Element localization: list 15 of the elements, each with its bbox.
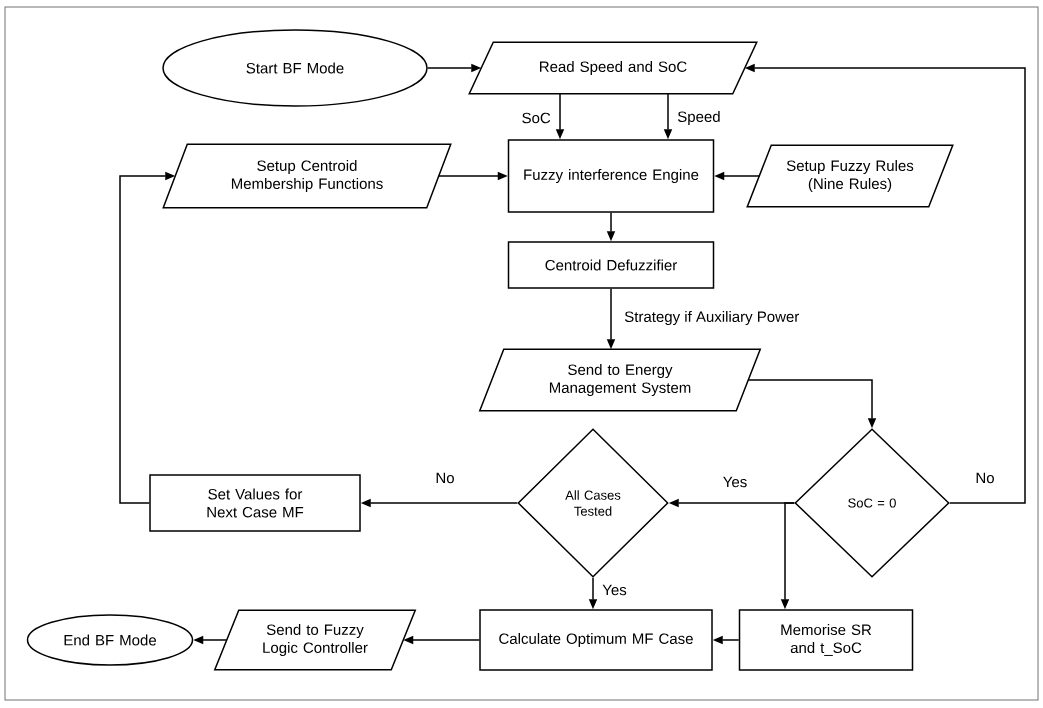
edge-label: Yes	[721, 475, 749, 489]
process-box: Set Values for Next Case MF	[149, 474, 361, 532]
process-box: Centroid Defuzzifier	[507, 241, 715, 289]
edge-label: No	[433, 471, 457, 485]
edge-label: No	[973, 471, 997, 485]
data-parallelogram: Read Speed and SoC	[468, 41, 758, 95]
data-parallelogram: Setup Fuzzy Rules (Nine Rules)	[746, 144, 954, 208]
edge-label: SoC	[520, 111, 553, 125]
process-box: Memorise SR and t_SoC	[738, 609, 914, 671]
process-box: Calculate Optimum MF Case	[479, 609, 713, 671]
process-box: Fuzzy interference Engine	[507, 139, 715, 213]
edge-label: Speed	[675, 109, 723, 127]
data-parallelogram: Setup Centroid Membership Functions	[162, 143, 452, 209]
edge-label: Yes	[600, 583, 629, 597]
edge-label: Strategy if Auxiliary Power	[622, 309, 801, 327]
